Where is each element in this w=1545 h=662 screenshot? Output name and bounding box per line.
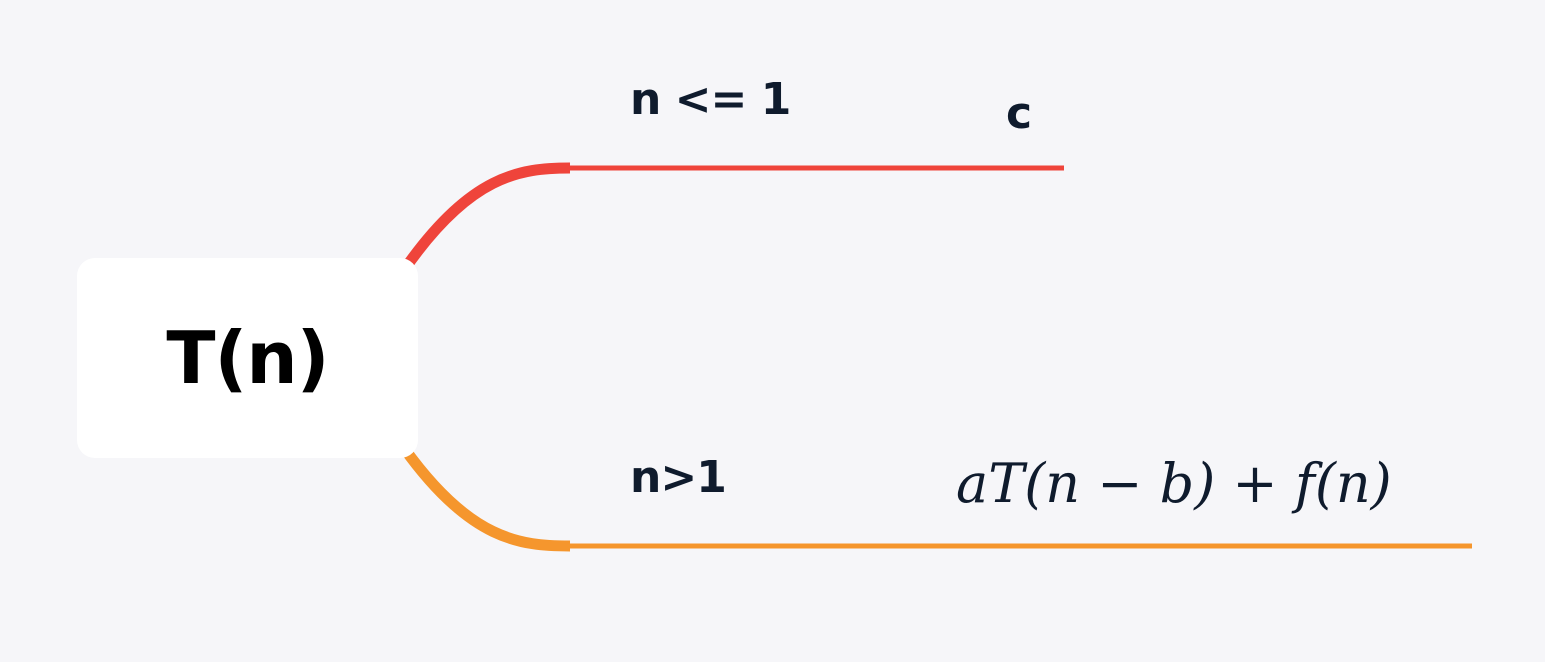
root-node[interactable]: T(n)	[77, 258, 418, 458]
branch-condition-bottom: n>1	[630, 452, 727, 503]
root-node-label: T(n)	[166, 316, 329, 400]
branch-curve-top	[399, 162, 571, 274]
branch-condition-top: n <= 1	[630, 74, 791, 125]
branch-result-top: c	[1006, 88, 1033, 139]
branch-result-bottom: aT(n − b) + f(n)	[956, 452, 1392, 515]
branch-curve-bottom	[399, 444, 571, 552]
